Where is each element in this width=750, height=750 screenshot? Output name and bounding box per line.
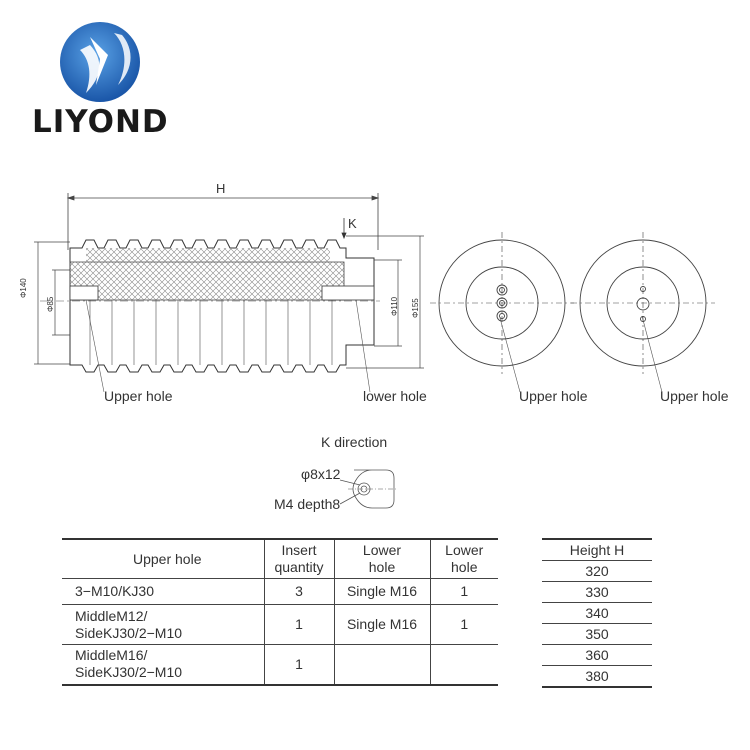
k-direction-hole: φ8x12 bbox=[301, 466, 341, 482]
height-header: Height H bbox=[542, 538, 652, 561]
end-view-1 bbox=[430, 232, 574, 374]
cell-lower: Single M16 bbox=[333, 578, 430, 605]
end-view-2 bbox=[571, 232, 715, 374]
cell-lower bbox=[333, 644, 430, 686]
cell-insert: 1 bbox=[263, 604, 334, 645]
height-table: Height H 320 330 340 350 360 380 bbox=[542, 538, 652, 688]
cell-insert: 1 bbox=[263, 644, 334, 686]
height-value: 340 bbox=[542, 602, 652, 624]
upper-hole-end1-label: Upper hole bbox=[519, 388, 588, 404]
height-value: 360 bbox=[542, 644, 652, 666]
dim-h-label: H bbox=[216, 181, 226, 196]
k-direction-detail bbox=[339, 469, 398, 509]
dimension-left-diameters bbox=[34, 241, 70, 365]
height-value: 380 bbox=[542, 665, 652, 688]
dim-phi140-label: Φ140 bbox=[19, 278, 28, 298]
height-value: 320 bbox=[542, 560, 652, 582]
upper-hole-side-label: Upper hole bbox=[104, 388, 173, 404]
lower-hole-label: lower hole bbox=[363, 388, 427, 404]
k-direction-thread: M4 depth8 bbox=[274, 496, 341, 512]
k-arrow bbox=[341, 218, 347, 240]
brand-name: LIYOND bbox=[32, 104, 169, 140]
k-direction-title: K direction bbox=[321, 434, 388, 450]
cell-lower-qty: 1 bbox=[429, 578, 498, 605]
cell-lower-qty bbox=[429, 644, 498, 686]
height-value: 350 bbox=[542, 623, 652, 645]
table-row: 3−M10/KJ30 3 Single M16 1 bbox=[62, 578, 498, 605]
dim-k-label: K bbox=[348, 216, 357, 231]
table-row: MiddleM16/SideKJ30/2−M10 1 bbox=[62, 644, 498, 686]
dimension-h bbox=[66, 193, 380, 250]
table-row: MiddleM12/SideKJ30/2−M10 1 Single M16 1 bbox=[62, 604, 498, 645]
cell-upper-hole: 3−M10/KJ30 bbox=[62, 578, 264, 605]
cell-insert: 3 bbox=[263, 578, 334, 605]
bushing-side-view bbox=[40, 239, 380, 373]
cell-upper-hole: MiddleM16/SideKJ30/2−M10 bbox=[62, 644, 264, 686]
dimension-right-diameters bbox=[346, 235, 424, 369]
cell-lower-qty: 1 bbox=[429, 604, 498, 645]
cell-lower: Single M16 bbox=[333, 604, 430, 645]
upper-hole-end2-label: Upper hole bbox=[660, 388, 729, 404]
height-value: 330 bbox=[542, 581, 652, 603]
liyond-logo-icon bbox=[60, 22, 140, 102]
dim-phi155-label: Φ155 bbox=[411, 298, 420, 318]
header-upper-hole: Upper hole bbox=[62, 538, 264, 579]
dim-phi85-label: Φ85 bbox=[46, 296, 55, 312]
dim-phi110-label: Φ110 bbox=[390, 296, 399, 316]
cell-upper-hole: MiddleM12/SideKJ30/2−M10 bbox=[62, 604, 264, 645]
